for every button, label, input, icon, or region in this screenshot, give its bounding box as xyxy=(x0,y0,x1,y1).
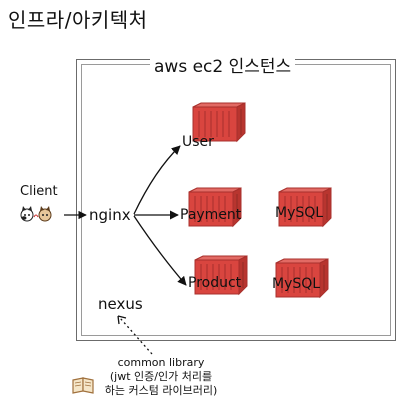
nginx-to-user-arrow xyxy=(133,145,181,215)
library-to-nexus-dotted-arrow xyxy=(119,317,153,355)
mysql-product-label: MySQL xyxy=(272,276,321,292)
nginx-label: nginx xyxy=(89,206,131,224)
cat-pair-icon xyxy=(20,206,52,222)
nexus-label: nexus xyxy=(98,295,143,313)
ec2-instance-label: aws ec2 인스턴스 xyxy=(150,52,296,77)
page-title: 인프라/아키텍처 xyxy=(8,8,148,32)
open-book-icon xyxy=(72,377,94,394)
product-service-label: Product xyxy=(188,275,242,291)
client-label: Client xyxy=(20,184,58,199)
nginx-to-product-arrow xyxy=(133,215,187,286)
dotted-arrowhead xyxy=(117,315,127,325)
common-library-note: common library (jwt 인증/인가 처리를 하는 커스텀 라이브… xyxy=(96,356,226,398)
mysql-payment-label: MySQL xyxy=(275,205,324,221)
user-service-label: User xyxy=(182,134,214,150)
payment-service-label: Payment xyxy=(180,207,242,223)
common-library-title: common library xyxy=(117,356,205,369)
common-library-desc-line1: (jwt 인증/인가 처리를 xyxy=(109,370,213,383)
common-library-desc-line2: 하는 커스텀 라이브러리) xyxy=(104,384,218,397)
